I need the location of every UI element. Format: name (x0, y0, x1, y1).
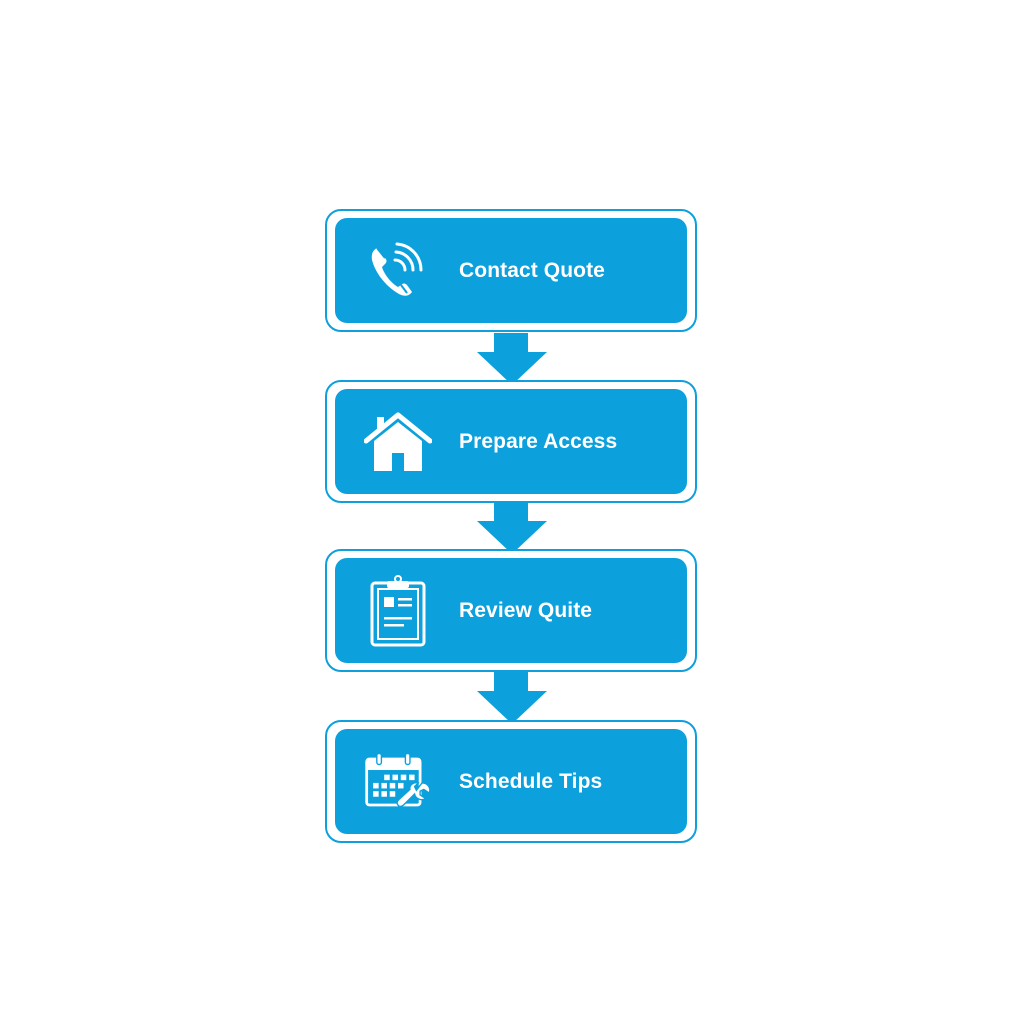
step-box: Schedule Tips (335, 729, 687, 834)
clipboard-icon (363, 574, 433, 646)
step-label: Prepare Access (459, 429, 618, 453)
step-schedule-tips: Schedule Tips (325, 720, 697, 843)
down-arrow (477, 672, 547, 724)
step-label: Schedule Tips (459, 769, 603, 793)
down-arrow (477, 502, 547, 554)
step-contact-quote: Contact Quote (325, 209, 697, 332)
step-box: Review Quite (335, 558, 687, 663)
step-label: Contact Quote (459, 258, 605, 282)
step-label: Review Quite (459, 598, 593, 622)
calendar-wrench-icon (363, 747, 433, 817)
step-prepare-access: Prepare Access (325, 380, 697, 503)
step-box: Contact Quote (335, 218, 687, 323)
down-arrow (477, 333, 547, 385)
step-box: Prepare Access (335, 389, 687, 494)
house-icon (363, 407, 433, 477)
step-review-quote: Review Quite (325, 549, 697, 672)
phone-ringing-icon (363, 236, 433, 306)
